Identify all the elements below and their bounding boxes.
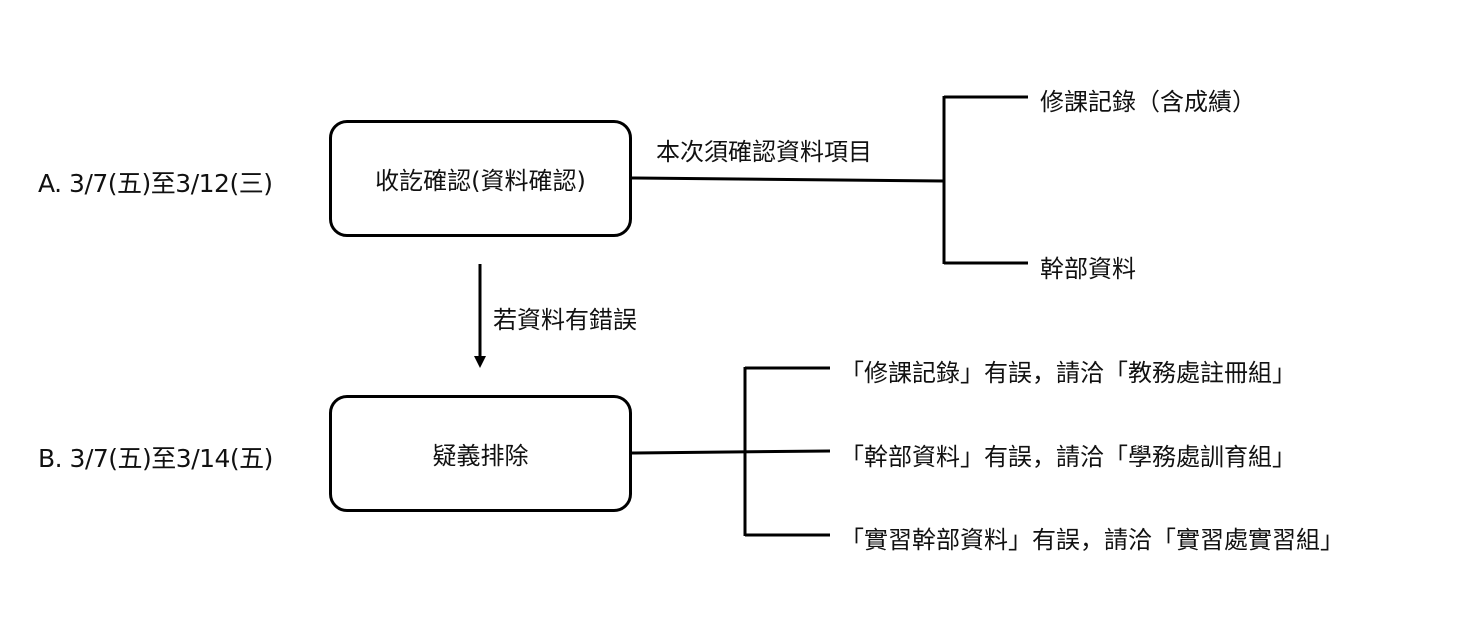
connector-b-main bbox=[629, 449, 831, 455]
stage-b-box-text: 疑義排除 bbox=[432, 442, 529, 470]
stage-b-branch-2: 「幹部資料」有誤，請洽「學務處訓育組」 bbox=[840, 443, 1296, 471]
flow-arrow-head bbox=[474, 356, 486, 368]
stage-a-label: A. 3/7(五)至3/12(三) bbox=[38, 169, 273, 198]
connector-a-main bbox=[629, 176, 945, 183]
stage-a-box: 收訖確認(資料確認) bbox=[329, 120, 632, 237]
stage-b-branch-1: 「修課記錄」有誤，請洽「教務處註冊組」 bbox=[840, 359, 1296, 387]
stage-a-connector-label: 本次須確認資料項目 bbox=[656, 138, 872, 166]
flow-arrow-label: 若資料有錯誤 bbox=[493, 306, 637, 334]
stage-a-branch-2: 幹部資料 bbox=[1040, 255, 1136, 283]
stage-a-branch-1: 修課記錄（含成績） bbox=[1040, 88, 1256, 116]
stage-b-label: B. 3/7(五)至3/14(五) bbox=[38, 444, 273, 473]
stage-b-box: 疑義排除 bbox=[329, 395, 632, 512]
stage-a-box-text: 收訖確認(資料確認) bbox=[375, 167, 586, 195]
stage-b-branch-3: 「實習幹部資料」有誤，請洽「實習處實習組」 bbox=[840, 526, 1344, 554]
